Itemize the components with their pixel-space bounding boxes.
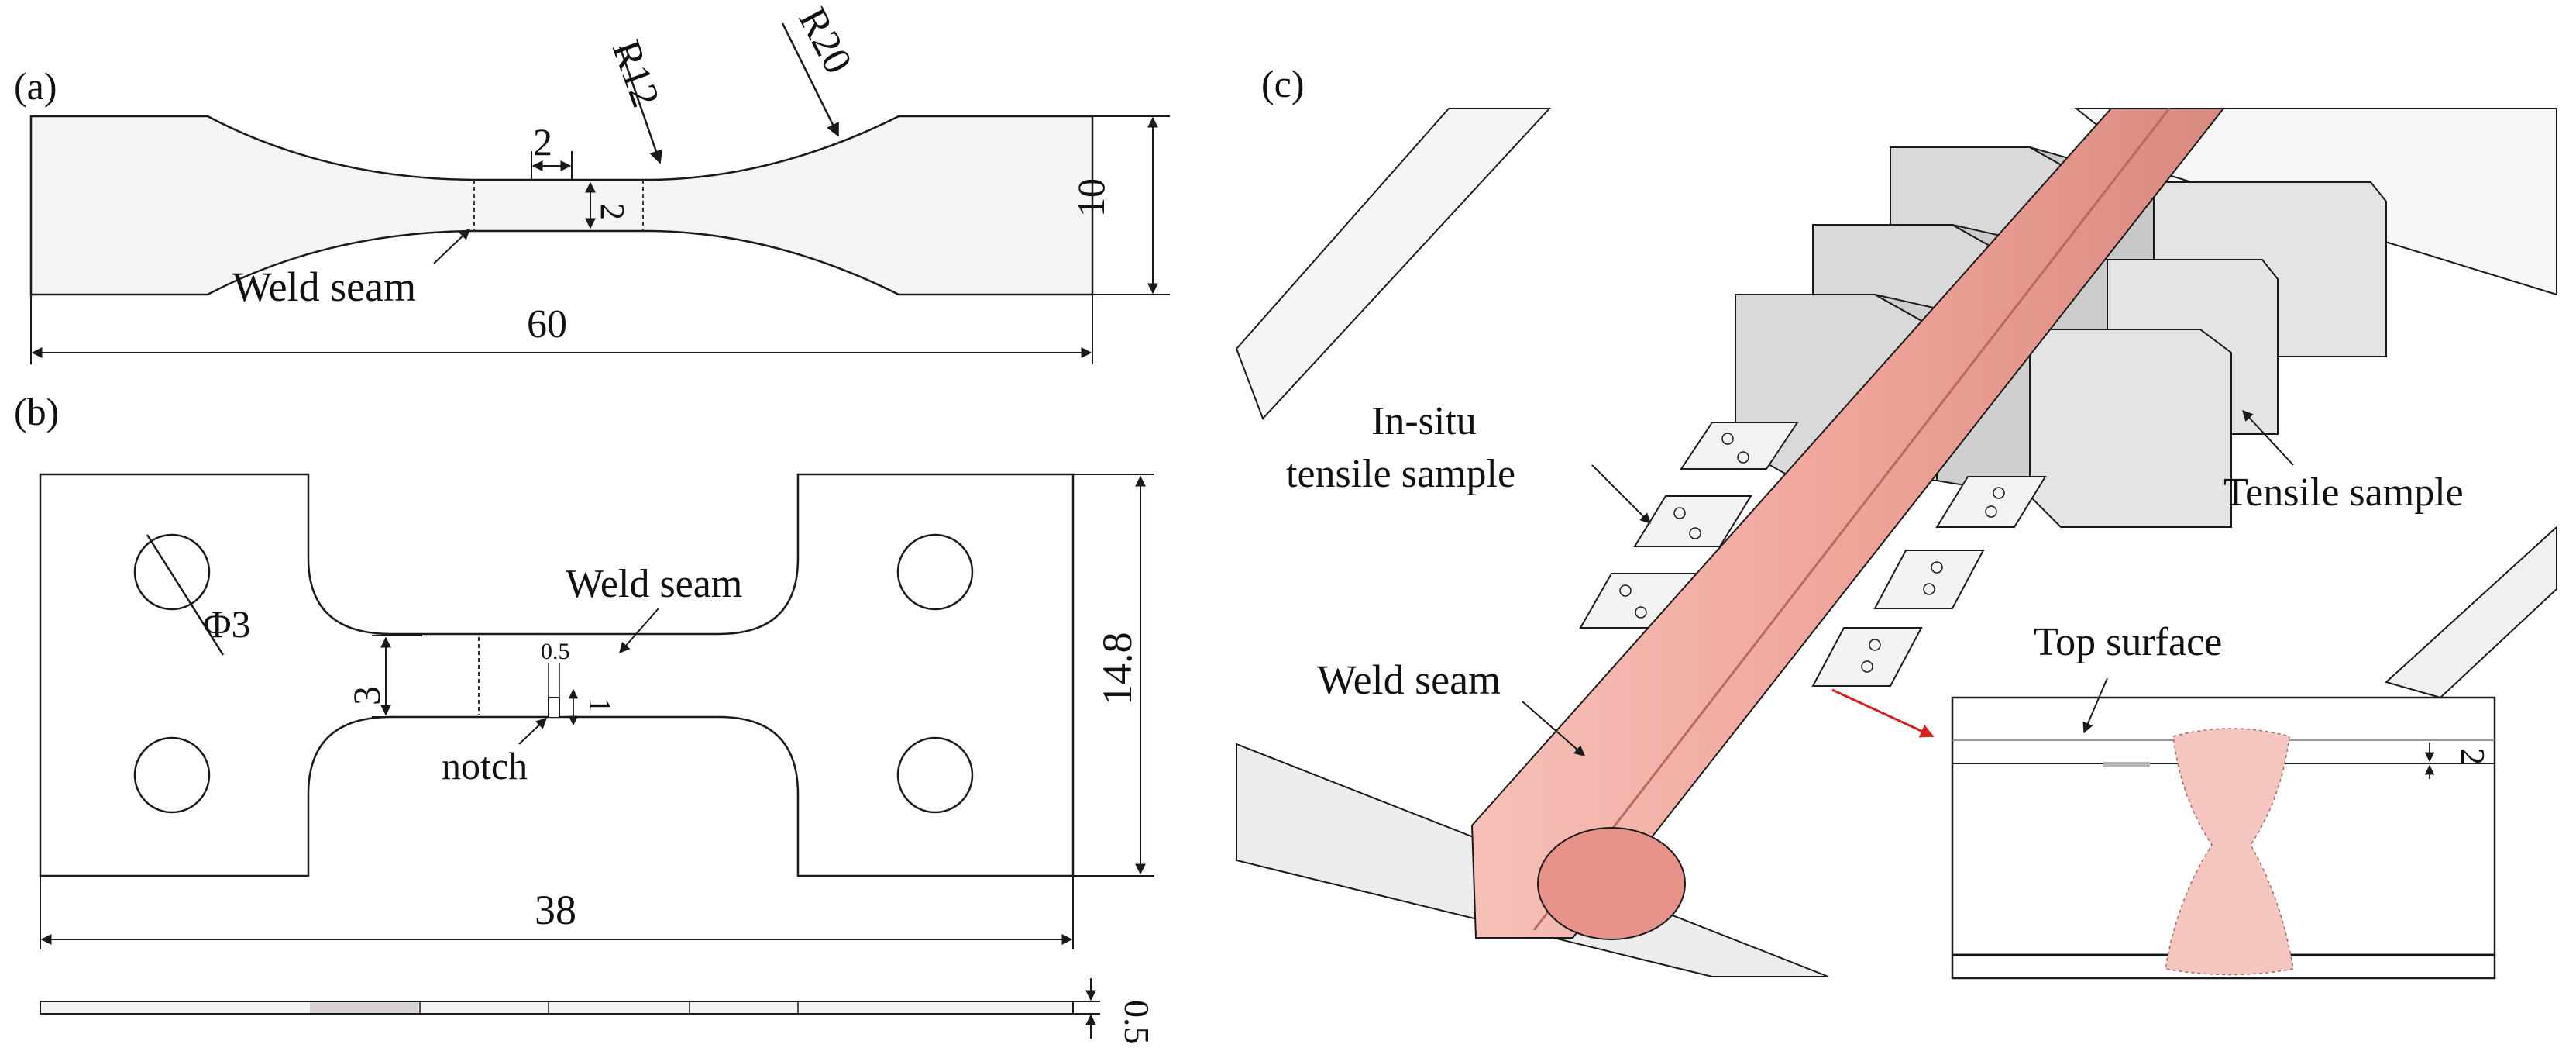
dim-b-height: 14.8: [1094, 632, 1140, 706]
leader-r12: [618, 46, 663, 164]
cross-section-inset: 2 Top surface: [1951, 620, 2496, 980]
dim-a-length: 60: [527, 302, 567, 346]
plate-rail-right: [2384, 525, 2557, 699]
leader-insitu: [1591, 464, 1651, 524]
insitu-hole: [1931, 561, 1943, 574]
dim-a-width-top: 2: [533, 120, 552, 164]
insitu-sample: [1935, 476, 2047, 528]
notch-label: notch: [442, 744, 528, 787]
specimen-a-body: [29, 115, 1094, 296]
insitu-plate: [1680, 422, 1799, 470]
insitu-sample: [1680, 422, 1799, 470]
insitu-hole: [1689, 527, 1701, 539]
insitu-label-line2: tensile sample: [1286, 452, 1515, 496]
specimen-b-side: [40, 1001, 1074, 1015]
dim-b-thickness: 0.5: [1117, 1000, 1157, 1045]
hole-bottom-left: [133, 736, 211, 814]
panel-c-label: (c): [1261, 62, 1305, 105]
dim-b-notch-width: 0.5: [541, 639, 570, 664]
insitu-hole: [1673, 507, 1686, 519]
plate-rail-upper: [1235, 108, 1552, 420]
dim-b-length: 38: [535, 887, 576, 933]
weld-rod-end: [1537, 827, 1686, 940]
leader-weld-c: [1522, 701, 1586, 756]
insitu-hole: [1861, 660, 1873, 673]
leader-notch: [518, 718, 548, 745]
insitu-hole: [1985, 505, 1997, 518]
weld-seam-label-c: Weld seam: [1317, 657, 1501, 703]
insitu-plate: [1935, 476, 2047, 528]
inset-shade: [2103, 762, 2150, 767]
leader-weld-b: [619, 608, 659, 654]
hole-top-right: [896, 533, 974, 611]
insitu-plate: [1873, 550, 1985, 609]
tensile-sample-label: Tensile sample: [2223, 470, 2464, 515]
dim-b-hole: Φ3: [203, 602, 251, 646]
inset-pointer-arrow: [1831, 688, 1935, 738]
insitu-hole: [1619, 584, 1632, 597]
weld-seam-label-b: Weld seam: [566, 562, 742, 606]
insitu-hole: [1869, 639, 1881, 651]
insitu-hole: [1993, 487, 2005, 499]
insitu-hole: [1923, 583, 1935, 595]
dim-a-r12: R12: [604, 35, 668, 113]
insitu-hole: [1721, 433, 1734, 445]
panel-c: (c): [1235, 62, 2557, 980]
weld-rod-ridge: [1532, 108, 2171, 931]
specimen-b-side-shade: [310, 1002, 418, 1013]
insitu-label-line1: In-situ: [1371, 399, 1477, 443]
weld-cross-section: [2165, 728, 2294, 976]
weld-seam-label-a: Weld seam: [232, 264, 416, 310]
top-surface-label: Top surface: [2034, 620, 2222, 664]
dim-c-depth: 2: [2454, 748, 2492, 765]
insitu-sample: [1811, 627, 1923, 687]
insitu-sample: [1873, 550, 1985, 609]
panel-b-label: (b): [14, 390, 59, 433]
block-face: [2029, 329, 2232, 528]
leader-top-surface: [2082, 677, 2108, 734]
dim-b-gauge: 3: [345, 686, 388, 705]
dim-a-height: 10: [1069, 178, 1113, 217]
leader-r20: [781, 22, 840, 137]
dim-b-notch-depth: 1: [583, 698, 617, 713]
panel-b: (b) Φ3 3 0.5 1 notch Weld seam: [14, 390, 1157, 1045]
panel-a: (a) 2 2 R12 R20 10 60 Weld seam: [14, 1, 1170, 364]
insitu-hole: [1737, 451, 1749, 464]
notch-shape: [548, 697, 560, 717]
hole-top-left: [133, 533, 211, 611]
dim-a-width-side: 2: [593, 203, 631, 220]
insitu-hole: [1635, 606, 1647, 619]
leader-weld-a: [433, 229, 471, 264]
dim-a-r20: R20: [789, 1, 860, 81]
specimen-b-body: [39, 473, 1075, 877]
insitu-sample-row: [1579, 422, 2047, 687]
panel-a-label: (a): [14, 64, 57, 108]
hole-bottom-right: [896, 736, 974, 814]
insitu-plate: [1811, 627, 1923, 687]
leader-tensile: [2242, 409, 2294, 466]
leader-phi3: [146, 534, 225, 656]
